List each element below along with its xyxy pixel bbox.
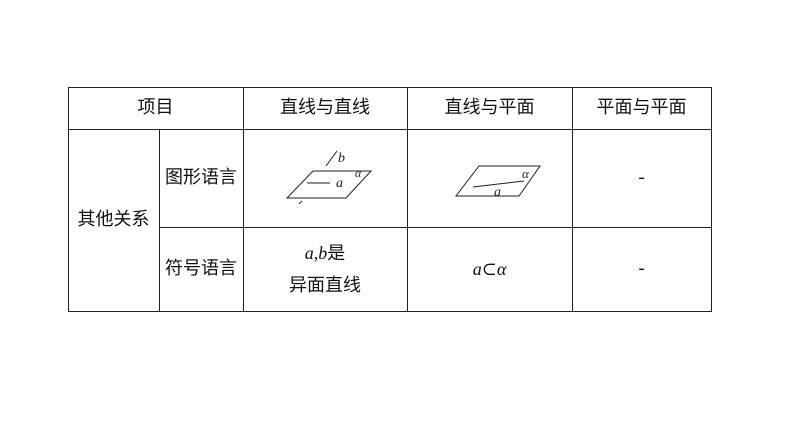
col-divider [243,87,244,311]
plane-plane-figure-empty: - [638,167,645,188]
skew-lines-statement-line2: 异面直线 [289,274,361,296]
table-border-left [68,87,69,311]
header-item: 项目 [137,97,174,118]
header-plane-plane: 平面与平面 [596,97,687,118]
skew-lines-symbol: a,b是 异面直线 [243,227,407,311]
row-divider [159,227,711,228]
skew-lines-statement-line1: a,b是 [304,242,346,264]
skew-lines-diagram-icon: a b α [285,150,373,205]
table-border-bottom [68,311,712,312]
svg-text:a: a [336,176,343,191]
svg-text:α: α [355,166,362,180]
col-divider [407,87,408,311]
table-border-top [68,87,711,88]
line-in-plane-diagram-icon: a α [454,165,541,200]
plane-plane-symbol-empty: - [638,258,645,279]
svg-text:b: b [338,151,345,166]
row-label-figure: 图形语言 [165,167,237,188]
line-in-plane-symbol: a⊂α [472,259,507,279]
col-divider [159,129,160,311]
relations-table: 项目 直线与直线 直线与平面 平面与平面 其他关系 图形语言 a b α a α… [68,87,712,312]
col-divider [572,87,573,311]
svg-text:α: α [522,166,530,181]
row-label-symbol: 符号语言 [165,258,237,279]
table-border-right [711,87,712,312]
svg-text:a: a [494,185,501,200]
header-divider [68,129,711,130]
group-label: 其他关系 [77,209,150,230]
skew-lines-figure: a b α [243,129,407,227]
line-in-plane-figure: a α [407,129,572,227]
header-line-plane: 直线与平面 [444,97,535,118]
header-line-line: 直线与直线 [280,97,370,118]
